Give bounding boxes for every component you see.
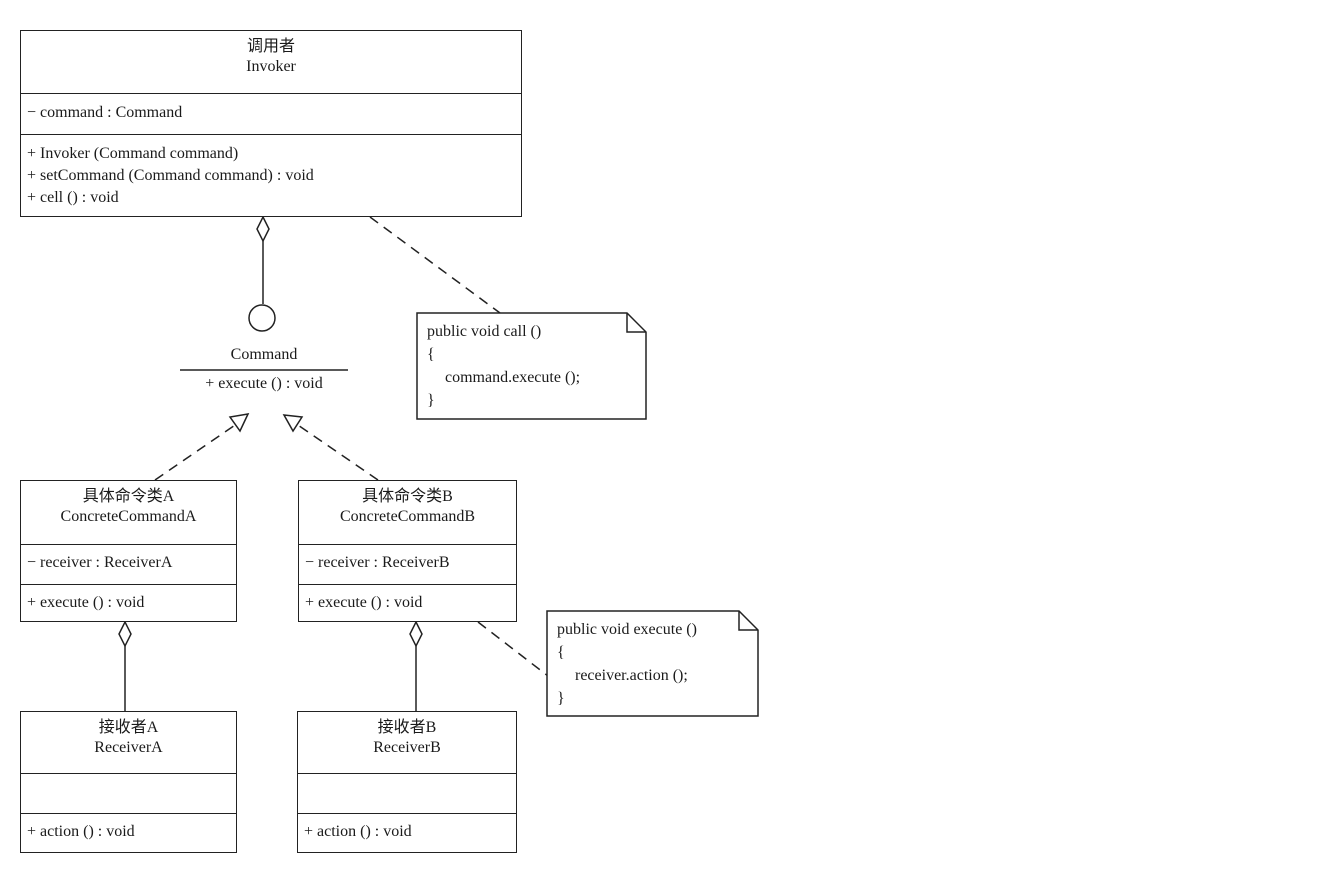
invoker-attribute: − command : Command	[27, 104, 183, 121]
invoker-class[interactable]: 调用者 Invoker − command : Command + Invoke…	[20, 30, 522, 217]
realization-arrow-b	[282, 414, 304, 433]
concrete-command-b-class[interactable]: 具体命令类B ConcreteCommandB − receiver : Rec…	[298, 480, 517, 622]
concrete-a-name-cn: 具体命令类A	[82, 488, 175, 505]
aggregation-diamond-a	[118, 620, 132, 648]
concrete-note-link	[477, 621, 549, 677]
note-line: }	[427, 392, 435, 409]
command-interface-circle	[248, 304, 276, 332]
concrete-b-attribute: − receiver : ReceiverB	[305, 554, 450, 571]
concrete-b-methods: + execute () : void	[299, 584, 516, 618]
invoker-name: Invoker	[246, 58, 296, 75]
note-line: {	[427, 346, 435, 363]
aggregation-diamond-invoker	[256, 215, 270, 243]
receiver-a-attributes	[21, 773, 236, 813]
receiver-a-class[interactable]: 接收者A ReceiverA + action () : void	[20, 711, 237, 853]
concrete-a-name: ConcreteCommandA	[60, 508, 197, 525]
realization-arrow-a	[228, 413, 250, 433]
note-concrete-shape	[546, 610, 759, 717]
concrete-a-header: 具体命令类A ConcreteCommandA	[21, 481, 236, 544]
concrete-a-attributes: − receiver : ReceiverA	[21, 544, 236, 584]
receiver-a-method: + action () : void	[27, 823, 135, 840]
receiver-b-method: + action () : void	[304, 823, 412, 840]
invoker-method: + cell () : void	[27, 189, 119, 206]
receiver-a-header: 接收者A ReceiverA	[21, 712, 236, 773]
invoker-attributes: − command : Command	[21, 93, 521, 134]
receiver-b-attributes	[298, 773, 516, 813]
concrete-command-a-class[interactable]: 具体命令类A ConcreteCommandA − receiver : Rec…	[20, 480, 237, 622]
invoker-name-cn: 调用者	[246, 38, 295, 55]
receiver-b-methods: + action () : void	[298, 813, 516, 847]
note-line: {	[557, 644, 565, 661]
command-interface-name: Command	[230, 346, 298, 363]
concrete-a-methods: + execute () : void	[21, 584, 236, 618]
realization-line-a	[154, 422, 239, 481]
concrete-b-name: ConcreteCommandB	[339, 508, 476, 525]
receiver-b-name-cn: 接收者B	[377, 719, 437, 736]
receiver-b-class[interactable]: 接收者B ReceiverB + action () : void	[297, 711, 517, 853]
concrete-b-method: + execute () : void	[305, 594, 423, 611]
note-line: public void execute ()	[557, 621, 697, 638]
command-interface-method: + execute () : void	[205, 375, 323, 392]
receiver-a-name: ReceiverA	[94, 739, 163, 756]
receiver-a-methods: + action () : void	[21, 813, 236, 847]
concrete-b-name-cn: 具体命令类B	[362, 488, 453, 505]
invoker-method: + setCommand (Command command) : void	[27, 167, 314, 184]
note-line: }	[557, 690, 565, 707]
note-concrete-fold	[738, 611, 758, 631]
note-line: public void call ()	[427, 323, 542, 340]
note-invoker-fold	[626, 313, 646, 333]
concrete-b-attributes: − receiver : ReceiverB	[299, 544, 516, 584]
invoker-header: 调用者 Invoker	[21, 31, 521, 93]
note-concrete: public void execute () { receiver.action…	[547, 618, 697, 710]
concrete-a-attribute: − receiver : ReceiverA	[27, 554, 173, 571]
note-line: command.execute ();	[445, 369, 581, 386]
invoker-method: + Invoker (Command command)	[27, 145, 239, 162]
note-invoker-shape	[416, 312, 647, 420]
receiver-b-name: ReceiverB	[373, 739, 441, 756]
receiver-a-name-cn: 接收者A	[98, 719, 159, 736]
realization-line-b	[294, 422, 379, 481]
concrete-b-header: 具体命令类B ConcreteCommandB	[299, 481, 516, 544]
concrete-a-method: + execute () : void	[27, 594, 145, 611]
note-invoker: public void call () { command.execute ()…	[417, 320, 580, 412]
aggregation-diamond-b	[409, 620, 423, 648]
note-line: receiver.action ();	[575, 667, 688, 684]
invoker-methods: + Invoker (Command command) + setCommand…	[21, 134, 521, 213]
invoker-note-link	[369, 216, 501, 314]
receiver-b-header: 接收者B ReceiverB	[298, 712, 516, 773]
